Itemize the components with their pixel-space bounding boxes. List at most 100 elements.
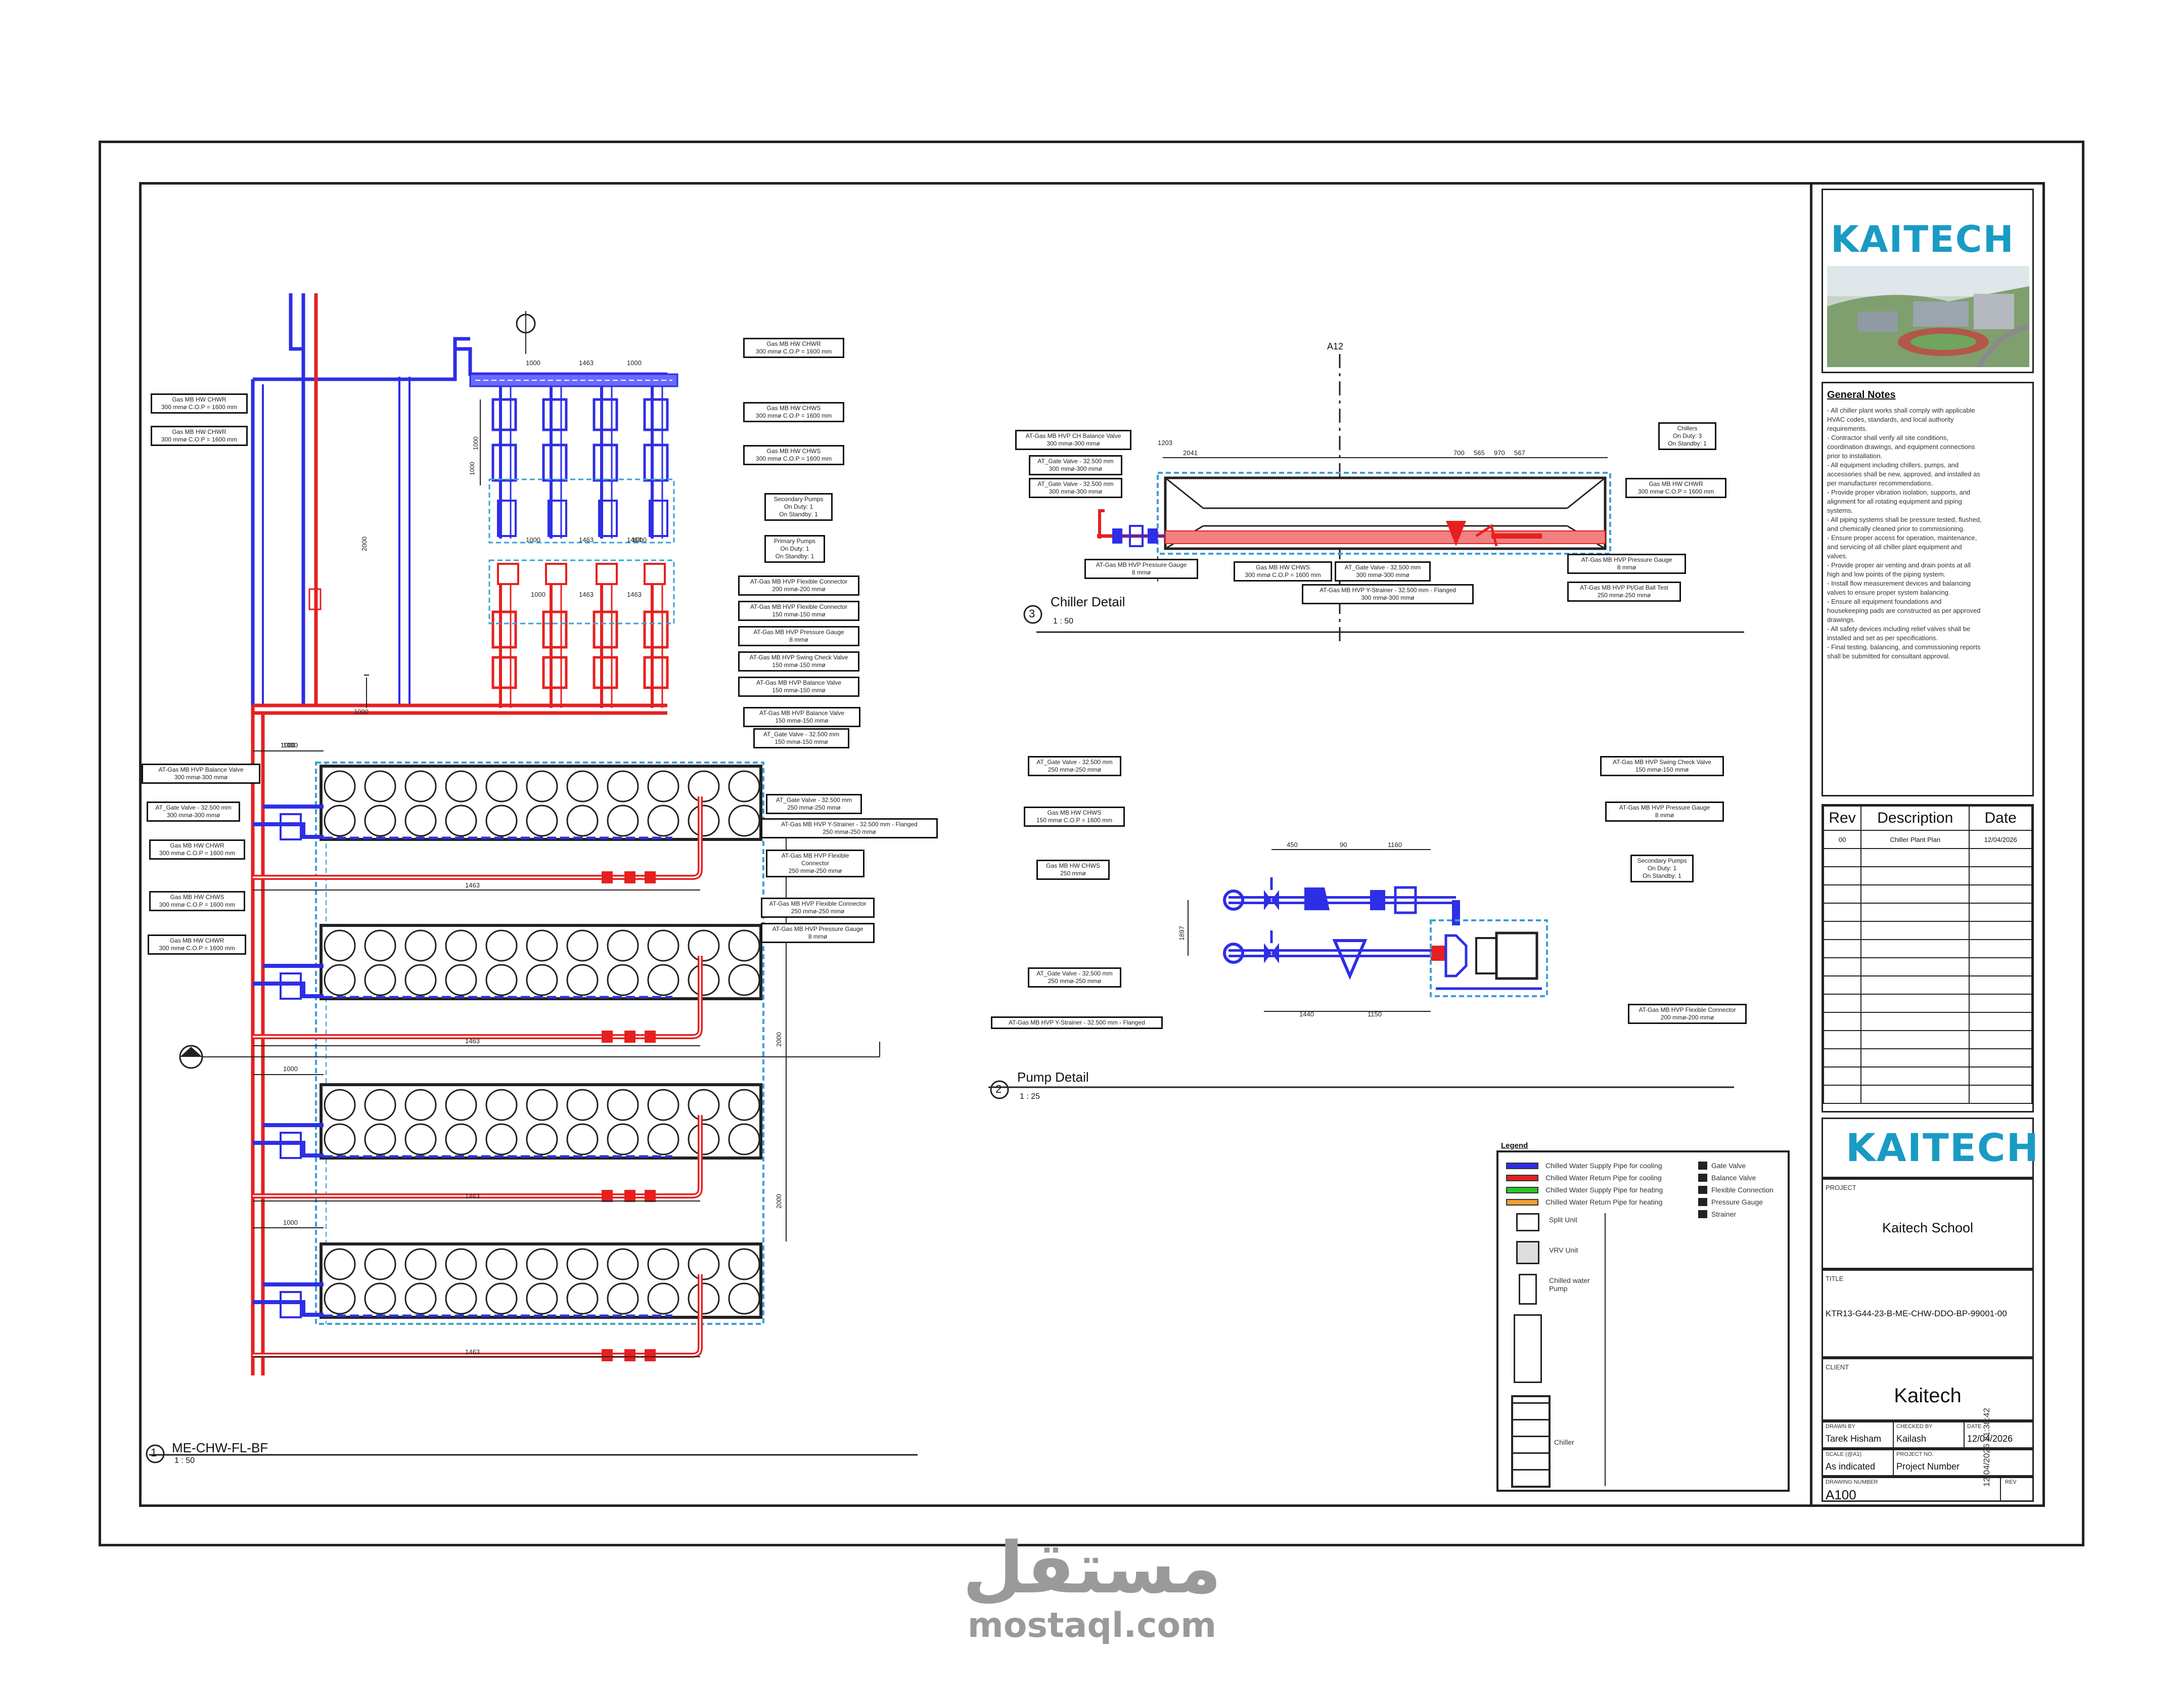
chiller-unit bbox=[253, 924, 762, 1043]
valve-symbol-icon bbox=[1698, 1174, 1707, 1182]
pump-view-title: Pump Detail bbox=[1017, 1070, 1089, 1085]
tag: AT-Gas MB HVP Flexible Connector 250 mmø… bbox=[766, 850, 864, 877]
pipe-swatch bbox=[1506, 1174, 1538, 1181]
tag: AT-Gas MB HVP Flexible Connector 200 mmø… bbox=[1628, 1004, 1747, 1024]
plan-view-title: ME-CHW-FL-BF bbox=[172, 1440, 268, 1455]
tag: AT-Gas MB HVP Balance Valve 300 mmø-300 … bbox=[142, 764, 260, 784]
legend-symbol-item: Gate Valve bbox=[1698, 1160, 1789, 1172]
revision-empty-row bbox=[1823, 1085, 2032, 1104]
note-line: - Provide proper air venting and drain p… bbox=[1827, 561, 1971, 569]
chiller-icon bbox=[1511, 1395, 1551, 1488]
general-notes-body: - All chiller plant works shall comply w… bbox=[1827, 406, 2028, 661]
tag: Gas MB HW CHWS 250 mmø bbox=[1036, 860, 1110, 880]
tag: AT-Gas MB HVP Flexible Connector 150 mmø… bbox=[738, 601, 859, 621]
tag: Gas MB HW CHWR 300 mmø C.O.P = 1600 mm bbox=[151, 426, 248, 446]
tag: Gas MB HW CHWS 300 mmø C.O.P = 1600 mm bbox=[743, 402, 844, 422]
legend-pipe-item: Chilled Water Return Pipe for heating bbox=[1506, 1196, 1688, 1208]
revision-empty-row bbox=[1823, 1066, 2032, 1086]
revision-empty-row bbox=[1823, 975, 2032, 995]
secondary-pumps bbox=[491, 386, 669, 539]
tag: AT_Gate Valve - 32.500 mm 250 mmø-250 mm… bbox=[1028, 756, 1121, 776]
pump-detail bbox=[988, 849, 1734, 1099]
plan-dimensions bbox=[179, 399, 880, 1357]
dimension-label: 1000 bbox=[526, 536, 540, 544]
dimension-label: 1000 bbox=[283, 1065, 298, 1073]
tag: AT-Gas MB HVP Balance Valve 150 mmø-150 … bbox=[743, 707, 860, 727]
note-line: - Install flow measurement devices and b… bbox=[1827, 580, 1971, 587]
note-line: valves to ensure proper system balancing… bbox=[1827, 589, 1950, 596]
revision-empty-row bbox=[1823, 903, 2032, 922]
dimension-label: 2000 bbox=[775, 1194, 783, 1209]
tag: AT-Gas MB HVP Y-Strainer - 32.500 mm - F… bbox=[991, 1016, 1163, 1029]
drawing-number-label: DRAWING NUMBER bbox=[1826, 1479, 1878, 1485]
tag: AT-Gas MB HVP CH Balance Valve 300 mmø-3… bbox=[1015, 430, 1131, 450]
dimension-label: 1000 bbox=[281, 741, 295, 749]
tag: Secondary Pumps On Duty: 1 On Standby: 1 bbox=[1630, 855, 1694, 882]
primary-pumps bbox=[491, 563, 669, 708]
note-line: drawings. bbox=[1827, 616, 1855, 624]
watermark-arabic: مستقل bbox=[962, 1527, 1221, 1610]
legend-equipment: Split Unit VRV Unit Chilled water Pump C… bbox=[1504, 1213, 1606, 1488]
dimension-label: 1463 bbox=[465, 881, 480, 889]
legend-symbol-label: Flexible Connection bbox=[1711, 1186, 1773, 1194]
tag: AT-Gas MB HVP Y-Strainer - 32.500 mm - F… bbox=[1302, 584, 1474, 604]
dimension-label: 1160 bbox=[1388, 841, 1402, 849]
project-panel: PROJECT Kaitech School bbox=[1822, 1178, 2034, 1269]
revision-empty-row bbox=[1823, 939, 2032, 958]
tag: AT-Gas MB HVP Swing Check Valve 150 mmø-… bbox=[1600, 756, 1724, 776]
dimension-label: 1463 bbox=[579, 536, 594, 544]
dimension-label: 1897 bbox=[1178, 926, 1186, 941]
dimension-label: 565 bbox=[1474, 449, 1485, 457]
dimension-label: 1463 bbox=[627, 536, 642, 544]
dimension-label: 1463 bbox=[465, 1192, 480, 1200]
note-line: - All chiller plant works shall comply w… bbox=[1827, 407, 1975, 414]
legend-symbol-item: Pressure Gauge bbox=[1698, 1196, 1789, 1208]
dimension-label: 1000 bbox=[281, 741, 295, 749]
top-header bbox=[469, 311, 678, 387]
dimension-label: 1463 bbox=[627, 591, 642, 598]
tag: AT_Gate Valve - 32.500 mm 150 mmø-150 mm… bbox=[753, 728, 849, 748]
dimension-label: 1000 bbox=[283, 741, 298, 749]
tag: AT_Gate Valve - 32.500 mm 300 mmø-300 mm… bbox=[1029, 455, 1122, 475]
checked-by: Kailash bbox=[1896, 1434, 1927, 1444]
legend-pipe-label: Chilled Water Return Pipe for heating bbox=[1545, 1198, 1663, 1206]
legend-equip-label: Chilled water Pump bbox=[1549, 1276, 1590, 1293]
drawn-panel: DRAWN BY Tarek Hisham CHECKED BY Kailash… bbox=[1822, 1421, 2034, 1449]
revision-empty-row bbox=[1823, 1048, 2032, 1067]
tag: AT-Gas MB HVP Flexible Connector 250 mmø… bbox=[761, 898, 875, 918]
section-marker bbox=[179, 1045, 203, 1069]
dimension-label: 450 bbox=[1287, 841, 1298, 849]
note-line: and chemically cleaned prior to commissi… bbox=[1827, 525, 1965, 532]
dimension-label: 1463 bbox=[579, 591, 594, 598]
tag: Chillers On Duty: 3 On Standby: 1 bbox=[1658, 422, 1716, 450]
scale-panel: SCALE (@A1) As indicated PROJECT NO. Pro… bbox=[1822, 1449, 2034, 1477]
note-line: shall be submitted for consultant approv… bbox=[1827, 652, 1950, 660]
dimension-label: 1463 bbox=[465, 1348, 480, 1356]
note-line: - All equipment including chillers, pump… bbox=[1827, 461, 1959, 469]
legend-symbol-label: Strainer bbox=[1711, 1210, 1737, 1218]
general-notes-title: General Notes bbox=[1827, 389, 1896, 401]
note-line: - All piping systems shall be pressure t… bbox=[1827, 516, 1982, 523]
chiller-unit bbox=[253, 1083, 762, 1202]
plan-view-scale: 1 : 50 bbox=[174, 1456, 195, 1465]
client-name: Kaitech bbox=[1894, 1385, 1962, 1407]
tag: Gas MB HW CHWR 300 mmø C.O.P = 1600 mm bbox=[148, 935, 246, 955]
legend-equip-label: Split Unit bbox=[1549, 1216, 1578, 1224]
project-number: Project Number bbox=[1896, 1461, 1960, 1472]
project-number-label: PROJECT NO. bbox=[1896, 1451, 1934, 1457]
note-line: housekeeping pads are constructed as per… bbox=[1827, 607, 1981, 614]
revision-empty-row bbox=[1823, 884, 2032, 904]
description-header: Description bbox=[1860, 806, 1970, 831]
tag: Gas MB HW CHWR 300 mmø C.O.P = 1600 mm bbox=[1625, 478, 1726, 498]
tag: Gas MB HW CHWS 150 mmø C.O.P = 1600 mm bbox=[1024, 807, 1125, 827]
note-line: per manufacturer recommendations. bbox=[1827, 479, 1933, 487]
date-value: 12/04/2026 bbox=[1967, 1434, 2013, 1444]
tag: Gas MB HW CHWS 300 mmø C.O.P = 1600 mm bbox=[743, 445, 844, 465]
general-notes-panel: General Notes - All chiller plant works … bbox=[1822, 382, 2034, 796]
tag: Primary Pumps On Duty: 1 On Standby: 1 bbox=[764, 535, 825, 563]
date-label: DATE bbox=[1967, 1423, 1982, 1430]
dimension-label: 1000 bbox=[531, 591, 545, 598]
note-line: and servicing of all chiller plant equip… bbox=[1827, 543, 1962, 551]
